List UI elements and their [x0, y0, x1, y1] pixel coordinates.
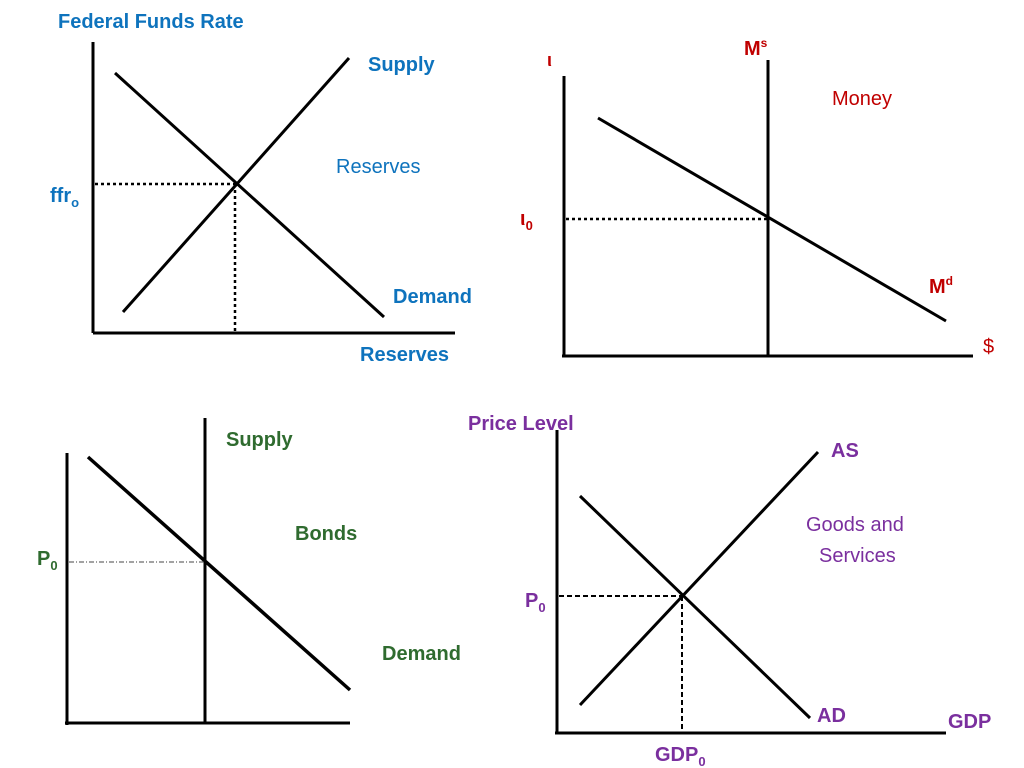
- reserves-market-label: Reserves: [336, 156, 420, 178]
- bonds-demand-label: Demand: [382, 643, 461, 665]
- goods-market-panel: Price Level AS Goods and Services P0 AD …: [468, 413, 991, 768]
- reserves-market-panel: Federal Funds Rate Supply Reserves Deman…: [50, 11, 472, 366]
- money-supply-label: Ms: [744, 36, 768, 60]
- interest-rate-equilibrium-label: ι0: [520, 208, 533, 233]
- reserves-y-axis-label: Federal Funds Rate: [58, 11, 244, 33]
- bonds-demand-curve: [86, 455, 352, 692]
- money-x-axis-label: $: [983, 336, 994, 358]
- reserves-supply-label: Supply: [368, 54, 436, 76]
- goods-market-label-line1: Goods and: [806, 514, 904, 536]
- money-demand-curve: [597, 116, 947, 323]
- money-y-axis-label: ι: [547, 50, 552, 70]
- reserves-demand-label: Demand: [393, 286, 472, 308]
- goods-market-label-line2: Services: [819, 545, 896, 567]
- goods-x-axis-label: GDP: [948, 711, 991, 733]
- bond-market-panel: Supply Bonds P0 Demand: [37, 418, 461, 725]
- bonds-market-label: Bonds: [295, 523, 357, 545]
- goods-y-axis-label: Price Level: [468, 413, 574, 435]
- money-demand-label: Md: [929, 274, 953, 298]
- aggregate-supply-label: AS: [831, 440, 859, 462]
- aggregate-supply-curve: [578, 450, 820, 707]
- aggregate-demand-label: AD: [817, 705, 846, 727]
- reserves-demand-curve: [113, 71, 386, 319]
- federal-funds-rate-equilibrium-label: ffro: [50, 185, 79, 210]
- money-market-panel: ι Ms Money ι0 Md $: [520, 36, 994, 358]
- price-level-equilibrium-label: P0: [525, 590, 546, 615]
- aggregate-demand-curve: [578, 494, 812, 720]
- money-market-label: Money: [832, 88, 892, 110]
- bond-price-equilibrium-label: P0: [37, 548, 58, 573]
- reserves-x-axis-label: Reserves: [360, 344, 449, 366]
- bonds-supply-label: Supply: [226, 429, 294, 451]
- gdp-equilibrium-label: GDP0: [655, 744, 706, 768]
